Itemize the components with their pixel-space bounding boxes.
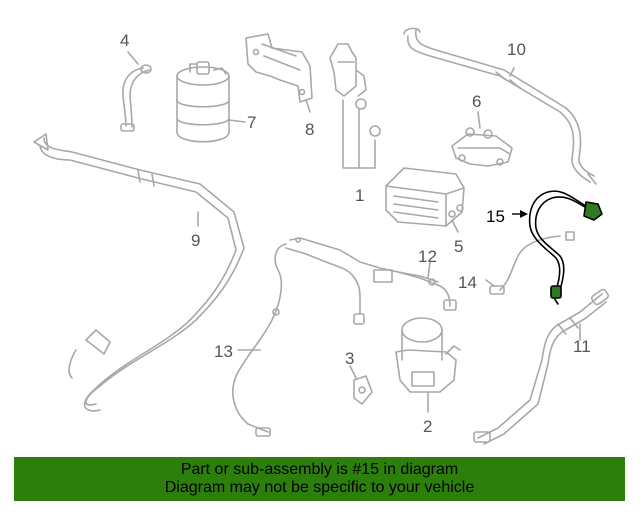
leader-8	[305, 99, 311, 113]
callout-12: 12	[418, 247, 437, 266]
callout-6: 6	[472, 92, 481, 111]
callout-3: 3	[345, 349, 354, 368]
callout-7: 7	[247, 113, 256, 132]
part-12-harness[interactable]	[397, 271, 457, 311]
part-14-sensor[interactable]	[489, 231, 575, 295]
part-15-o2-sensor[interactable]	[528, 190, 603, 305]
part-7-canister[interactable]	[176, 61, 230, 143]
leader-5	[451, 219, 459, 233]
part-10-hose[interactable]	[403, 27, 597, 185]
leader-6	[477, 111, 481, 129]
part-9-hose[interactable]	[33, 133, 245, 412]
parts-diagram: 4 7 8 1 10 6 5 9 15 12 14 13 3 2 11	[33, 27, 610, 445]
part-3-gasket[interactable]	[353, 375, 373, 405]
leader-12	[427, 261, 431, 279]
banner-line-2: Diagram may not be specific to your vehi…	[164, 479, 475, 496]
leader-10	[509, 67, 515, 77]
part-11-pipe[interactable]	[473, 288, 610, 445]
part-8-bracket[interactable]	[245, 33, 313, 103]
leader-4	[127, 51, 139, 65]
callout-5: 5	[454, 237, 463, 256]
part-13-sensor[interactable]	[232, 237, 439, 437]
leader-14	[485, 279, 495, 287]
callout-2: 2	[423, 417, 432, 436]
part-5-canister-box[interactable]	[385, 167, 465, 227]
info-banner: Part or sub-assembly is #15 in diagram D…	[14, 457, 625, 501]
callout-8: 8	[305, 120, 314, 139]
part-6-valve-block[interactable]	[451, 127, 513, 167]
part-2-egr-valve[interactable]	[395, 317, 461, 393]
part-1-valve[interactable]	[329, 43, 381, 169]
leader-3	[349, 365, 357, 379]
leader-7	[228, 119, 246, 123]
callout-14: 14	[458, 273, 477, 292]
callout-1: 1	[355, 186, 364, 205]
part-4-hose[interactable]	[120, 64, 152, 132]
callout-11: 11	[573, 337, 591, 356]
callout-13: 13	[214, 342, 233, 361]
callout-9: 9	[191, 231, 200, 250]
leader-15-arrow	[520, 210, 528, 218]
callout-4: 4	[120, 31, 129, 50]
callout-10: 10	[507, 40, 526, 59]
banner-line-1: Part or sub-assembly is #15 in diagram	[180, 461, 459, 478]
callout-15: 15	[486, 207, 505, 226]
